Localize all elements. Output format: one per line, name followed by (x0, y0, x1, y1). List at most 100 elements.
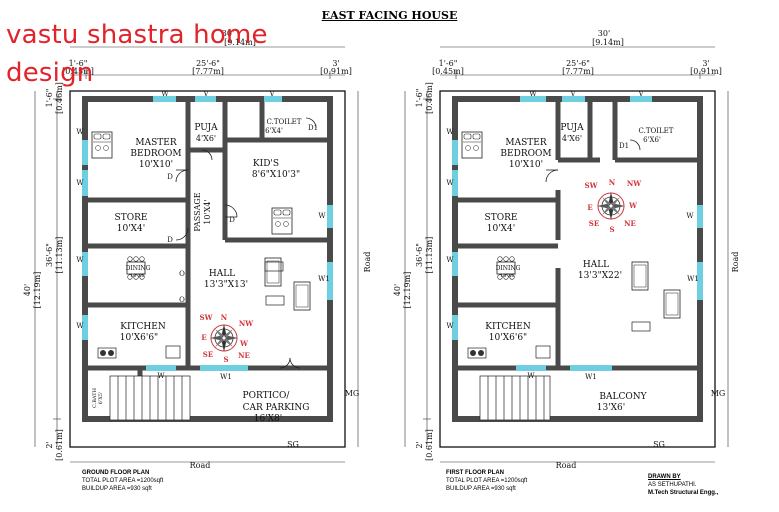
g-store-size: 10'X4' (117, 224, 146, 234)
f-dim-top-total: 30' (598, 29, 610, 38)
g-hall: HALL (209, 269, 235, 279)
g-dim-top-total: 30' (222, 29, 234, 38)
g-w-7: W (157, 372, 165, 380)
g-d-1: D (229, 216, 235, 224)
g-compass-w: W (239, 339, 248, 348)
f-dim-left-top-m: [0.46m] (425, 82, 434, 114)
f-road-bottom: Road (556, 461, 577, 470)
g-dim-top-left-m: [0.45m] (62, 67, 94, 76)
f-balcony-size: 13'X6' (597, 403, 626, 413)
f-dim-top-left-m: [0.45m] (432, 67, 464, 76)
g-dim-left-top-m: [0.46m] (55, 82, 64, 114)
g-compass-sw: SW (200, 313, 213, 322)
g-d-2: D (167, 173, 173, 181)
f-store-size: 10'X4' (487, 224, 516, 234)
g-dim-left-total-m: [12.19m] (33, 272, 42, 309)
f-w-3: W (446, 179, 454, 187)
f-w-2: W (446, 128, 454, 136)
g-w-3: W (76, 179, 84, 187)
f-dim-left-total-m: [12.19m] (403, 272, 412, 309)
ground-footer: GROUND FLOOR PLAN TOTAL PLOT AREA =1200s… (82, 469, 163, 493)
g-road-bottom: Road (190, 461, 211, 470)
g-compass-e: E (201, 333, 206, 342)
f-sg: SG (653, 440, 665, 449)
ground-footer-title: GROUND FLOOR PLAN (82, 470, 150, 476)
g-kids-size: 8'6"X10'3" (252, 170, 300, 180)
g-dim-left-mid-m: [11.13m] (55, 237, 64, 274)
f-dim-top-left: 1'-6" (439, 59, 458, 68)
g-dim-top-left: 1'-6" (69, 59, 88, 68)
f-dining: DINING (496, 265, 521, 272)
first-footer-line1: TOTAL PLOT AREA =1200sqft (446, 478, 528, 484)
first-footer-title: FIRST FLOOR PLAN (446, 470, 504, 476)
g-mg: MG (345, 389, 360, 398)
ground-footer-line1: TOTAL PLOT AREA =1200sqft (82, 478, 164, 484)
f-w-7: W (527, 372, 535, 380)
g-v-1: V (202, 90, 209, 98)
credits-block: DRAWN BY AS SETHUPATHI. M.Tech Structura… (648, 473, 718, 497)
credits-line1: DRAWN BY (648, 474, 681, 480)
f-compass-ne: NE (624, 219, 636, 228)
g-compass-nw: NW (239, 319, 253, 328)
g-master: MASTER (135, 138, 176, 148)
g-toilet: C.TOILET (267, 118, 302, 126)
g-store: STORE (115, 213, 148, 223)
g-bath: C.BATH (92, 387, 98, 408)
f-mg: MG (711, 389, 726, 398)
overlay-caption-line-2: design (6, 58, 94, 88)
f-v-2: V (637, 90, 644, 98)
f-puja-size: 4'X6' (562, 134, 582, 143)
g-dim-top-right: 3' (332, 59, 339, 68)
f-dim-left-bottom-m: [0.61m] (425, 429, 434, 461)
f-compass-se: SE (589, 219, 599, 228)
g-kitchen-size: 10'X6'6" (120, 333, 158, 343)
g-w-6: W (318, 212, 326, 220)
g-w-5: W (76, 322, 84, 330)
f-toilet: C.TOILET (639, 127, 674, 135)
f-master: MASTER (505, 138, 546, 148)
f-dim-left-top: 1'-6" (415, 89, 424, 108)
g-passage-size: 10'X4' (203, 199, 212, 224)
g-portico-size: 16'X8' (254, 414, 283, 424)
f-v-1: V (569, 90, 576, 98)
g-dim-top-right-m: [0.91m] (320, 67, 352, 76)
f-balcony: BALCONY (599, 392, 647, 402)
g-dim-left-total: 40' (23, 284, 32, 296)
f-compass-w: W (628, 201, 637, 210)
g-compass-s: S (223, 355, 228, 364)
f-dim-left-total: 40' (393, 284, 402, 296)
g-sg: SG (287, 440, 299, 449)
f-compass-n: N (609, 178, 616, 187)
f-dining-size: 10'X6' (500, 273, 516, 279)
f-w-4: W (446, 256, 454, 264)
ground-footer-line2: BUILDUP AREA =930 sqft (82, 486, 152, 492)
g-w-1: W (161, 90, 169, 98)
g-d-3: D (167, 236, 173, 244)
g-dining-size: 10'X6' (130, 273, 146, 279)
g-w1-2: W1 (220, 373, 232, 381)
g-w-2: W (76, 128, 84, 136)
f-compass-s: S (609, 225, 614, 234)
f-master-size: 10'X10' (509, 160, 543, 170)
g-dim-top-mid-m: [7.77m] (192, 67, 224, 76)
g-o-2: O (179, 296, 185, 304)
g-master-2: BEDROOM (130, 149, 181, 159)
f-store: STORE (485, 213, 518, 223)
g-dim-top-mid: 25'-6" (196, 59, 220, 68)
f-toilet-size: 6'X6' (643, 136, 661, 144)
f-dim-left-mid: 36'-6" (415, 243, 424, 267)
f-master-2: BEDROOM (500, 149, 551, 159)
g-dim-left-bottom: 2' (45, 441, 54, 448)
g-kitchen: KITCHEN (120, 322, 166, 332)
g-v-2: V (268, 90, 275, 98)
g-passage: PASSAGE (193, 192, 202, 231)
first-floor-plan (404, 46, 729, 463)
g-portico-2: CAR PARKING (243, 403, 310, 413)
g-dim-left-mid: 36'-6" (45, 243, 54, 267)
f-road-side: Road (731, 252, 740, 273)
f-dim-top-mid: 25'-6" (566, 59, 590, 68)
sheet-title: EAST FACING HOUSE (321, 9, 458, 22)
ground-floor-plan (34, 46, 359, 463)
g-bath-size: 6'X5' (98, 392, 104, 405)
